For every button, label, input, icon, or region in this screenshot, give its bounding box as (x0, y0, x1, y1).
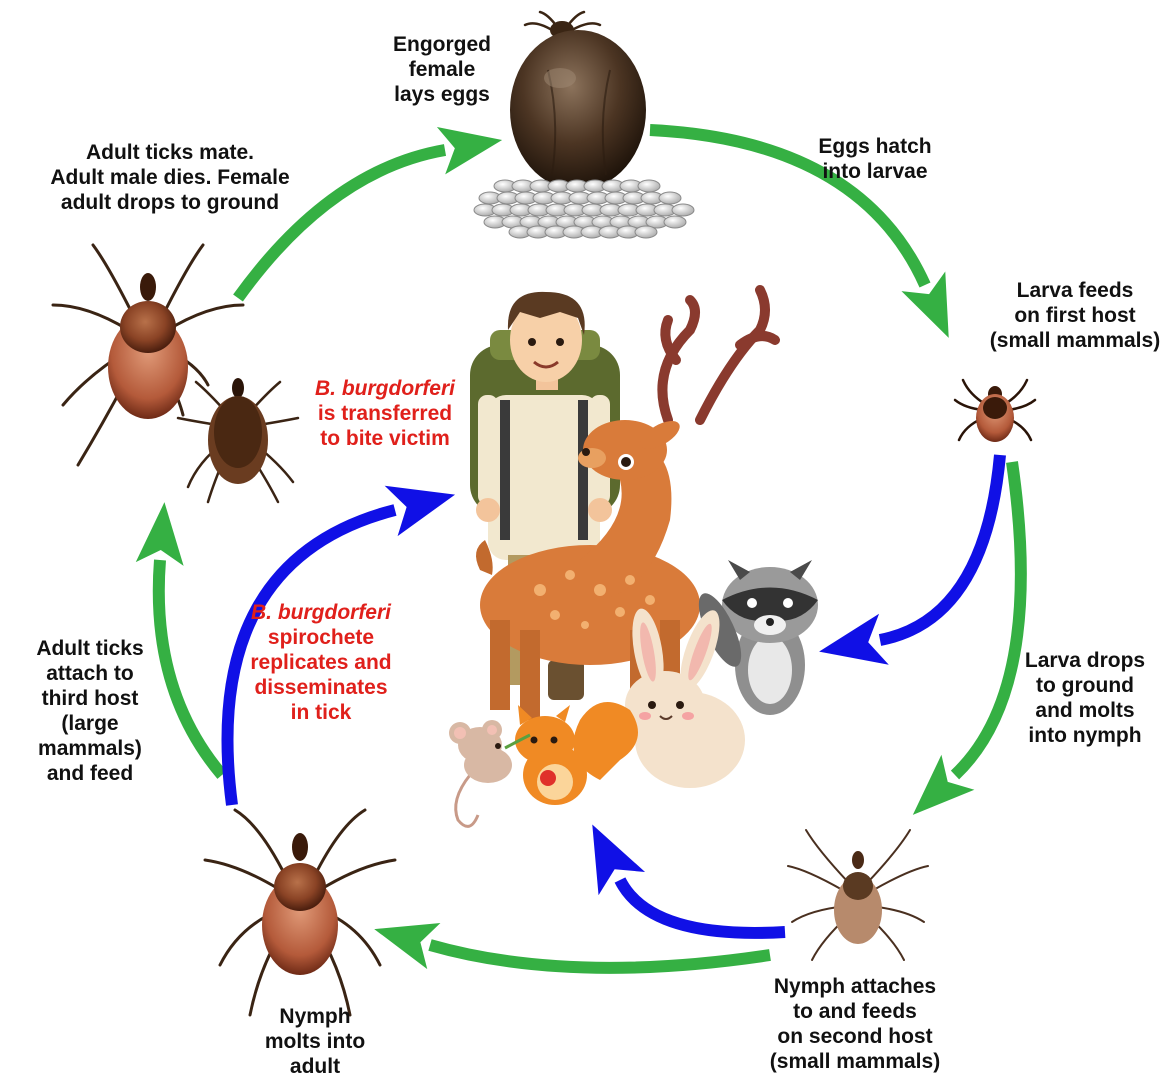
label-line: molts into (250, 1029, 380, 1054)
bacteria-name: B. burgdorferi (236, 600, 406, 625)
label-line: to bite victim (300, 426, 470, 451)
label-line: Nymph (250, 1004, 380, 1029)
label-line: adult (250, 1054, 380, 1079)
label-line: to ground (1010, 673, 1160, 698)
transmission-arrow-nymph-to-mammals (620, 880, 785, 933)
label-line: mammals) (20, 736, 160, 761)
label-line: (large (20, 711, 160, 736)
label-line: and feed (20, 761, 160, 786)
label-line: (small mammals) (985, 328, 1165, 353)
nymph-tick-icon (788, 830, 928, 960)
label-line: Larva drops (1010, 648, 1160, 673)
note-bacteria-transferred: B. burgdorferi is transferred to bite vi… (300, 376, 470, 451)
label-line: (small mammals) (760, 1049, 950, 1074)
label-line: Engorged (372, 32, 512, 57)
cycle-arrow-nymph-to-adult (430, 945, 770, 968)
note-bacteria-replicates: B. burgdorferi spirochete replicates and… (236, 600, 406, 725)
label-line: is transferred (300, 401, 470, 426)
label-line: Eggs hatch (800, 134, 950, 159)
label-line: Adult ticks mate. (30, 140, 310, 165)
label-line: Nymph attaches (760, 974, 950, 999)
egg (664, 216, 686, 228)
label-line: lays eggs (372, 82, 512, 107)
label-line: Adult ticks (20, 636, 160, 661)
label-line: to and feeds (760, 999, 950, 1024)
label-line: third host (20, 686, 160, 711)
label-line: on second host (760, 1024, 950, 1049)
label-line: spirochete (236, 625, 406, 650)
label-adult-mate: Adult ticks mate. Adult male dies. Femal… (30, 140, 310, 215)
egg (659, 192, 681, 204)
label-line: on first host (985, 303, 1165, 328)
adult-female-tick-icon (205, 810, 395, 1015)
label-line: Larva feeds (985, 278, 1165, 303)
label-engorged-female: Engorged female lays eggs (372, 32, 512, 107)
egg (672, 204, 694, 216)
adult-male-tick-icon (178, 378, 298, 502)
tick-eggs-icon (474, 180, 694, 238)
label-line: female (372, 57, 512, 82)
label-larva-feeds: Larva feeds on first host (small mammals… (985, 278, 1165, 353)
label-nymph-molts: Nymph molts into adult (250, 1004, 380, 1079)
cycle-arrow-nymph-to-mating (159, 560, 222, 775)
transmission-arrow-larva-to-mammals (880, 455, 1000, 640)
label-line: disseminates (236, 675, 406, 700)
egg (635, 226, 657, 238)
label-line: into nymph (1010, 723, 1160, 748)
label-line: Adult male dies. Female (30, 165, 310, 190)
larva-tick-icon (955, 380, 1035, 442)
label-line: and molts (1010, 698, 1160, 723)
label-adult-attach: Adult ticks attach to third host (large … (20, 636, 160, 786)
egg (638, 180, 660, 192)
label-line: into larvae (800, 159, 950, 184)
label-eggs-hatch: Eggs hatch into larvae (800, 134, 950, 184)
engorged-tick-icon (510, 12, 646, 190)
label-line: in tick (236, 700, 406, 725)
label-nymph-attaches: Nymph attaches to and feeds on second ho… (760, 974, 950, 1074)
label-larva-drops: Larva drops to ground and molts into nym… (1010, 648, 1160, 748)
label-line: replicates and (236, 650, 406, 675)
label-line: attach to (20, 661, 160, 686)
bacteria-name: B. burgdorferi (300, 376, 470, 401)
label-line: adult drops to ground (30, 190, 310, 215)
